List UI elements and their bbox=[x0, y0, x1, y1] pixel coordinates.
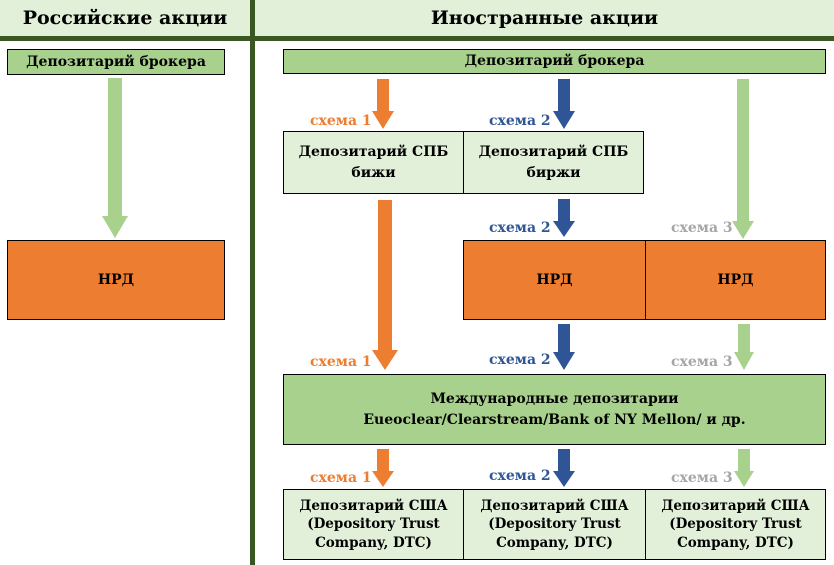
label-scheme3-row3: схема 3 bbox=[671, 354, 733, 370]
label-scheme1-row1: схема 1 bbox=[310, 113, 372, 129]
foreign-broker-label: Депозитарий брокера bbox=[464, 53, 645, 69]
russian-nrd-box: НРД bbox=[7, 240, 225, 320]
us1-line1: Депозитарий США bbox=[299, 498, 448, 515]
arrow-scheme2-row4 bbox=[553, 449, 575, 487]
header-foreign: Иностранные акции bbox=[255, 0, 834, 36]
arrow-scheme1-row4 bbox=[372, 449, 394, 487]
nrd-box-scheme2: НРД bbox=[463, 240, 646, 320]
label-scheme2-row3: схема 2 bbox=[489, 352, 551, 368]
us2-line3: Company, DTC) bbox=[496, 534, 613, 551]
intl-line2: Eueoclear/Clearstream/Bank of NY Mellon/… bbox=[363, 411, 746, 428]
label-scheme2-row1: схема 2 bbox=[489, 113, 551, 129]
label-scheme1-row3: схема 1 bbox=[310, 354, 372, 370]
arrow-scheme3-long bbox=[732, 79, 754, 239]
foreign-broker-box: Депозитарий брокера bbox=[283, 49, 826, 74]
us-depository-box-2: Депозитарий США (Depository Trust Compan… bbox=[463, 489, 646, 560]
label-scheme3-row4: схема 3 bbox=[671, 470, 733, 486]
arrow-scheme2-row2 bbox=[553, 199, 575, 237]
vertical-divider bbox=[250, 0, 255, 565]
header-foreign-label: Иностранные акции bbox=[430, 7, 659, 29]
us3-line2: (Depository Trust bbox=[669, 516, 802, 533]
arrow-scheme3-row4 bbox=[734, 449, 754, 487]
label-scheme1-row4: схема 1 bbox=[310, 470, 372, 486]
header-russian-label: Российские акции bbox=[22, 7, 228, 29]
arrow-scheme1-row1 bbox=[372, 79, 394, 129]
spb2-line1: Депозитарий СПБ bbox=[478, 143, 629, 160]
arrow-scheme1-long bbox=[372, 200, 398, 370]
label-scheme2-row2: схема 2 bbox=[489, 220, 551, 236]
us2-line1: Депозитарий США bbox=[480, 498, 629, 515]
international-depositories-box: Международные депозитарии Eueoclear/Clea… bbox=[283, 374, 826, 445]
arrow-scheme2-row1 bbox=[553, 79, 575, 129]
us2-line2: (Depository Trust bbox=[488, 516, 621, 533]
spb2-line2: биржи bbox=[526, 164, 581, 181]
russian-broker-box: Депозитарий брокера bbox=[7, 49, 225, 75]
us1-line3: Company, DTC) bbox=[315, 534, 432, 551]
russian-arrow bbox=[102, 78, 128, 238]
us-depository-box-1: Депозитарий США (Depository Trust Compan… bbox=[283, 489, 464, 560]
us3-line3: Company, DTC) bbox=[677, 534, 794, 551]
horizontal-divider bbox=[0, 36, 834, 41]
nrd-box-scheme3: НРД bbox=[645, 240, 826, 320]
us3-line1: Депозитарий США bbox=[661, 498, 810, 515]
nrd2-label: НРД bbox=[536, 271, 573, 288]
nrd3-label: НРД bbox=[717, 271, 754, 288]
russian-nrd-label: НРД bbox=[97, 271, 135, 288]
label-scheme2-row4: схема 2 bbox=[489, 468, 551, 484]
spb-depository-box-1: Депозитарий СПБ бижи bbox=[283, 131, 464, 194]
arrow-scheme3-row3 bbox=[734, 324, 754, 370]
header-russian: Российские акции bbox=[0, 0, 250, 36]
arrow-scheme2-row3 bbox=[553, 324, 575, 370]
intl-line1: Международные депозитарии bbox=[430, 390, 679, 407]
us-depository-box-3: Депозитарий США (Depository Trust Compan… bbox=[645, 489, 826, 560]
russian-broker-label: Депозитарий брокера bbox=[26, 53, 206, 70]
us1-line2: (Depository Trust bbox=[307, 516, 440, 533]
spb1-line2: бижи bbox=[351, 164, 396, 181]
spb1-line1: Депозитарий СПБ bbox=[298, 143, 449, 160]
label-scheme3-row2: схема 3 bbox=[671, 220, 733, 236]
spb-depository-box-2: Депозитарий СПБ биржи bbox=[463, 131, 644, 194]
